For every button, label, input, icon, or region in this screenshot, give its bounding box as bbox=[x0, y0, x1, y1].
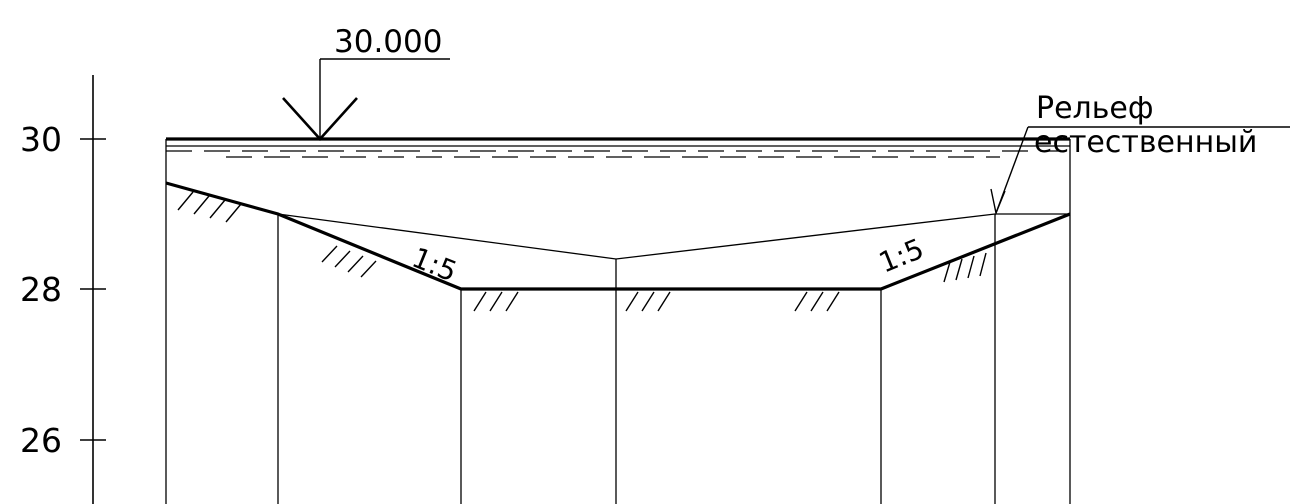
ground-hatching bbox=[177, 191, 987, 312]
scale-label-26: 26 bbox=[20, 421, 62, 460]
elevation-marker bbox=[282, 58, 450, 141]
elevation-scale bbox=[80, 75, 106, 504]
elevation-mark-label: 30.000 bbox=[334, 24, 442, 60]
note-line-2: естественный bbox=[1034, 125, 1257, 160]
scale-label-30: 30 bbox=[20, 120, 62, 159]
natural-terrain-line bbox=[277, 213, 1070, 260]
water-surface bbox=[166, 137, 1070, 158]
slope-label-left: 1:5 bbox=[407, 241, 461, 288]
scale-label-28: 28 bbox=[20, 270, 62, 309]
channel-profile-line bbox=[165, 181, 1071, 291]
leader-arrowhead-icon bbox=[990, 188, 1006, 216]
section-verticals bbox=[165, 139, 1071, 504]
note-line-1: Рельеф bbox=[1036, 91, 1154, 126]
terrain-note-leader bbox=[990, 126, 1290, 216]
